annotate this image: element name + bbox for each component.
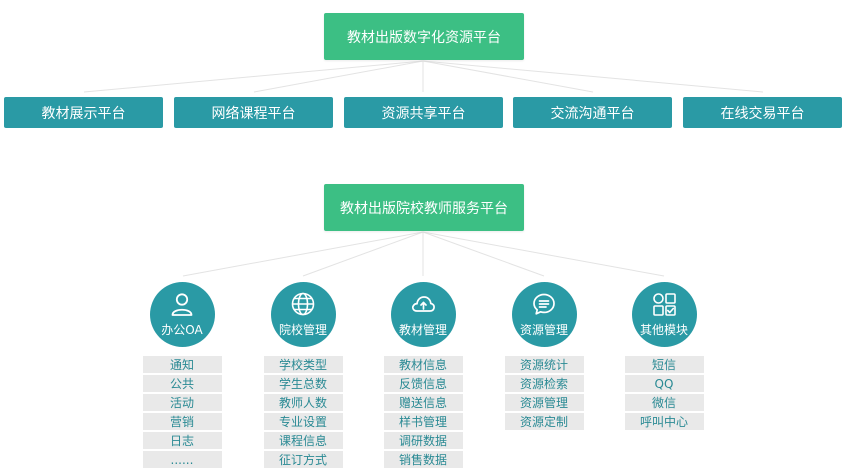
sub-platform-box: 资源共享平台 (344, 97, 503, 128)
module-items: 资源统计 资源检索 资源管理 资源定制 (504, 356, 584, 430)
module-items: 教材信息 反馈信息 赠送信息 样书管理 调研数据 销售数据 (383, 356, 463, 468)
module-item: 日志 (142, 432, 222, 449)
module-items: 学校类型 学生总数 教师人数 专业设置 课程信息 征订方式 (263, 356, 343, 468)
module-item: 呼叫中心 (624, 413, 704, 430)
module-item: 资源管理 (504, 394, 584, 411)
module-circle: 其他模块 (631, 282, 697, 347)
module-item: 资源检索 (504, 375, 584, 392)
module-item: 赠送信息 (383, 394, 463, 411)
chat-icon (533, 293, 555, 315)
module-items: 短信 QQ 微信 呼叫中心 (624, 356, 704, 430)
module-label: 院校管理 (278, 323, 327, 337)
module-item: 调研数据 (383, 432, 463, 449)
top-platform-label: 教材出版数字化资源平台 (347, 29, 501, 46)
module-item: 样书管理 (383, 413, 463, 430)
service-platform-box: 教材出版院校教师服务平台 (324, 184, 524, 231)
module-item: 短信 (624, 356, 704, 373)
module-item: 资源定制 (504, 413, 584, 430)
module-label: 其他模块 (639, 323, 688, 337)
module-item: 销售数据 (383, 451, 463, 468)
module-item: 教材信息 (383, 356, 463, 373)
sub-platform-box: 交流沟通平台 (513, 97, 672, 128)
module-item: QQ (624, 375, 704, 392)
module-circle: 资源管理 (511, 282, 577, 347)
top-platform-box: 教材出版数字化资源平台 (324, 13, 524, 60)
module-school-management: 院校管理 学校类型 学生总数 教师人数 专业设置 课程信息 征订方式 (258, 282, 348, 468)
module-item: 营销 (142, 413, 222, 430)
service-platform-label: 教材出版院校教师服务平台 (340, 200, 508, 217)
user-icon (171, 293, 193, 316)
sub-platform-label: 资源共享平台 (381, 105, 466, 122)
globe-icon (291, 292, 315, 316)
module-item: 活动 (142, 394, 222, 411)
module-item: ...... (142, 451, 222, 468)
module-item: 学校类型 (263, 356, 343, 373)
sub-platform-label: 教材展示平台 (41, 105, 126, 122)
module-item: 微信 (624, 394, 704, 411)
module-label: 教材管理 (398, 323, 447, 337)
sub-platform-label: 在线交易平台 (720, 105, 805, 122)
sub-platform-box: 在线交易平台 (683, 97, 842, 128)
module-circle: 办公OA (149, 282, 215, 347)
module-other: 其他模块 短信 QQ 微信 呼叫中心 (619, 282, 709, 430)
module-items: 通知 公共 活动 营销 日志 ...... (142, 356, 222, 468)
module-textbook-management: 教材管理 教材信息 反馈信息 赠送信息 样书管理 调研数据 销售数据 (378, 282, 468, 468)
sub-platform-box: 网络课程平台 (174, 97, 333, 128)
cloud-upload-icon (412, 296, 435, 312)
module-circle: 教材管理 (390, 282, 456, 347)
module-office-oa: 办公OA 通知 公共 活动 营销 日志 ...... (137, 282, 227, 468)
grid-check-icon (653, 293, 676, 316)
module-label: 资源管理 (519, 323, 568, 337)
module-item: 反馈信息 (383, 375, 463, 392)
module-item: 资源统计 (504, 356, 584, 373)
module-resource-management: 资源管理 资源统计 资源检索 资源管理 资源定制 (499, 282, 589, 430)
module-item: 通知 (142, 356, 222, 373)
sub-platform-label: 交流沟通平台 (550, 105, 635, 122)
module-label: 办公OA (161, 323, 203, 337)
module-item: 征订方式 (263, 451, 343, 468)
module-item: 教师人数 (263, 394, 343, 411)
module-item: 公共 (142, 375, 222, 392)
module-item: 课程信息 (263, 432, 343, 449)
sub-platform-box: 教材展示平台 (4, 97, 163, 128)
module-item: 专业设置 (263, 413, 343, 430)
module-item: 学生总数 (263, 375, 343, 392)
sub-platform-label: 网络课程平台 (211, 105, 296, 122)
module-circle: 院校管理 (270, 282, 336, 347)
